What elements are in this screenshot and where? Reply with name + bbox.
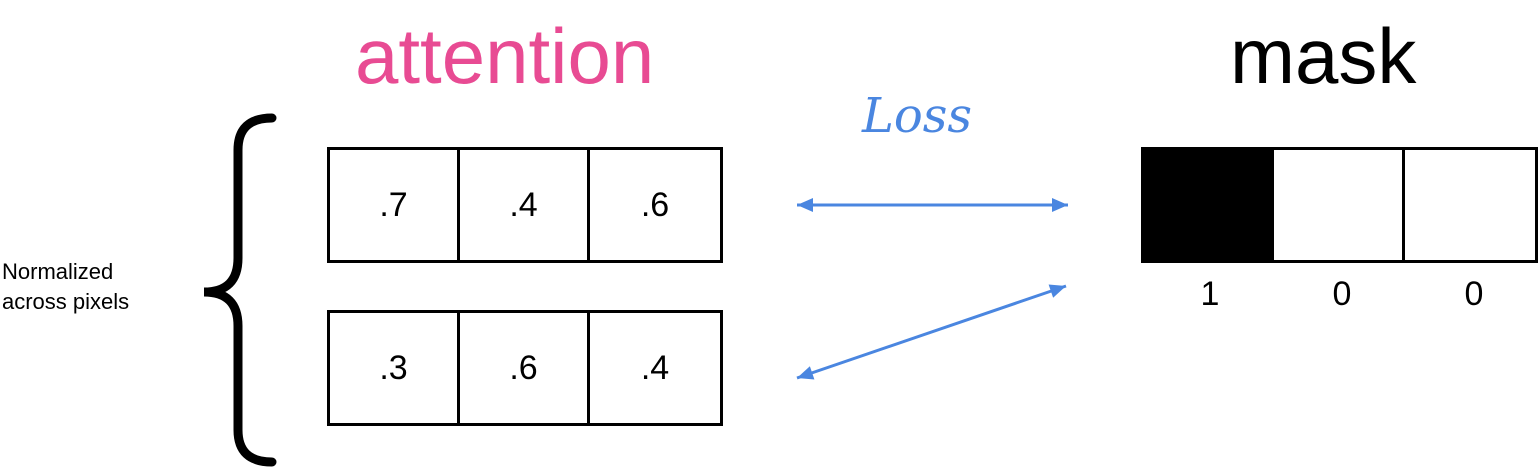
mask-title: mask xyxy=(1230,12,1417,100)
normalized-label-line2: across pixels xyxy=(2,289,130,314)
loss-label: Loss xyxy=(862,88,973,144)
loss-arrow-top xyxy=(797,198,1068,212)
attention-cell: .4 xyxy=(640,348,670,387)
arrow-head xyxy=(1052,198,1068,212)
mask-value: 0 xyxy=(1464,275,1484,313)
curly-brace xyxy=(203,113,277,467)
attention-row-1: .7 .4 .6 xyxy=(327,147,723,263)
mask-row xyxy=(1141,147,1538,263)
normalized-label-line1: Normalized xyxy=(2,259,114,284)
attention-cell: .7 xyxy=(330,150,460,260)
normalized-label: Normalized across pixels xyxy=(2,257,129,317)
mask-cell xyxy=(1274,150,1405,260)
attention-cell: .6 xyxy=(640,185,670,224)
attention-cell: .4 xyxy=(460,150,590,260)
mask-value: 0 xyxy=(1332,275,1352,313)
arrow-head xyxy=(797,198,813,212)
attention-title: attention xyxy=(355,12,655,100)
attention-cell: .3 xyxy=(330,313,460,423)
mask-value: 1 xyxy=(1200,275,1220,313)
arrow-head xyxy=(797,366,815,380)
attention-row-2: .3 .6 .4 xyxy=(327,310,723,426)
arrow-shaft xyxy=(796,284,1067,380)
attention-cell: .6 xyxy=(460,313,590,423)
arrow-head xyxy=(1048,284,1066,298)
loss-arrow-bottom xyxy=(796,284,1067,380)
mask-cell xyxy=(1405,150,1535,260)
mask-cell xyxy=(1144,150,1275,260)
